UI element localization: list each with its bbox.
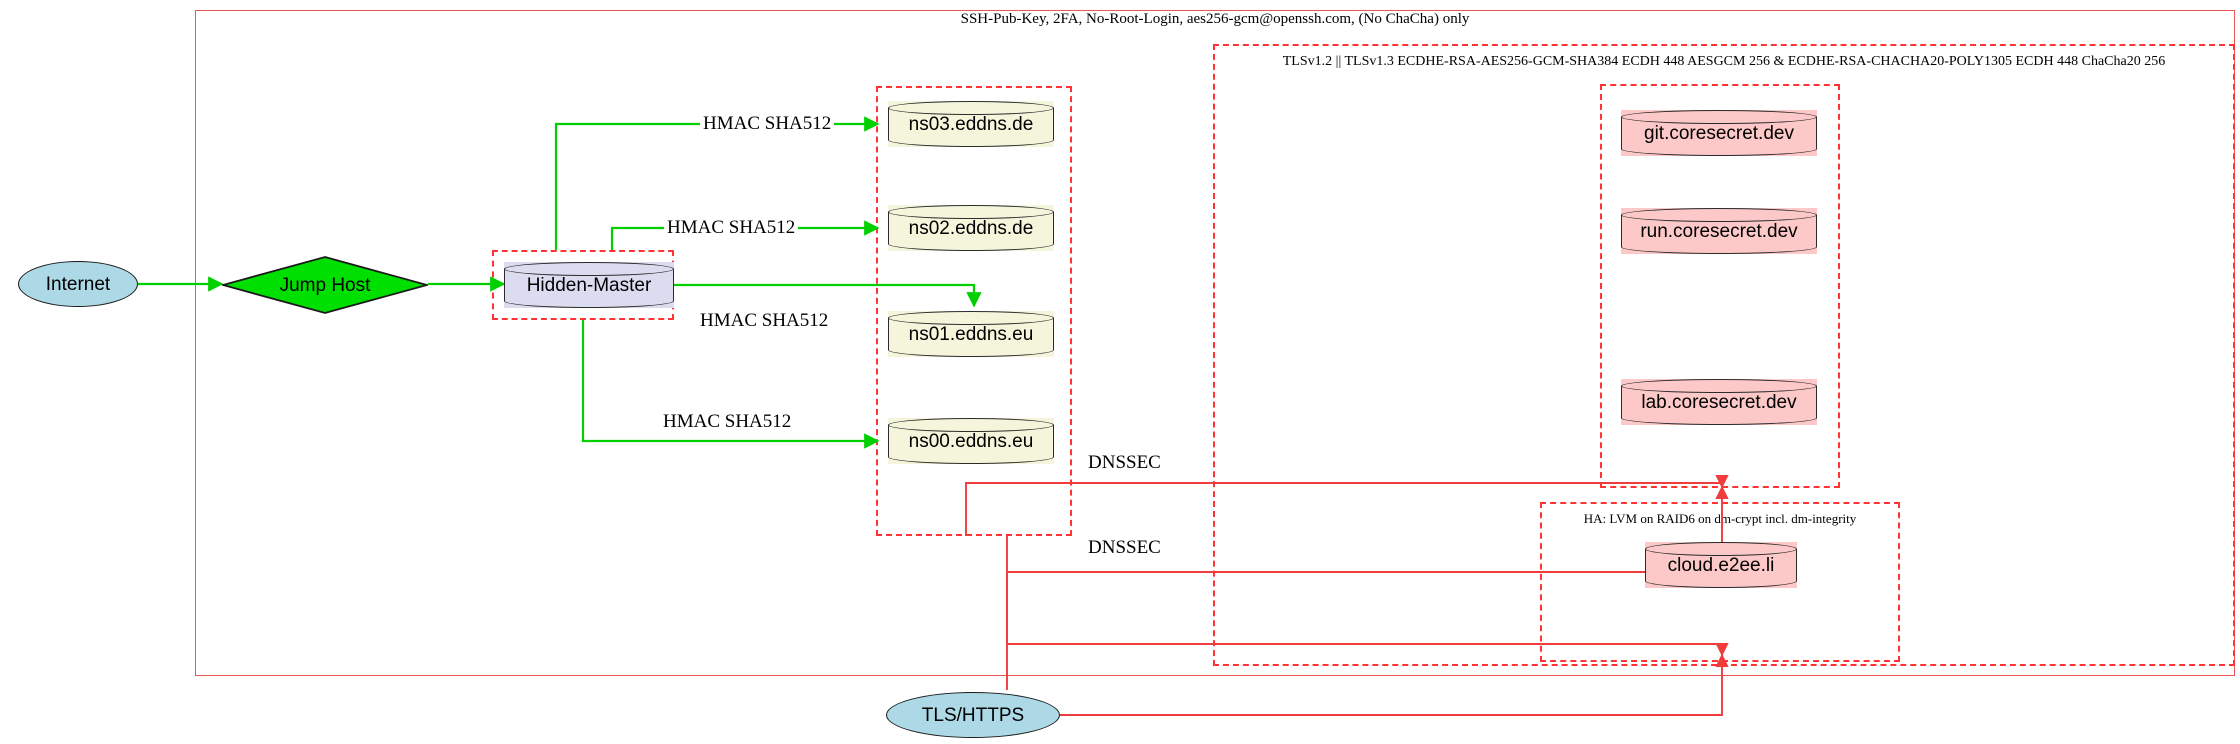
node-lab-coresecret[interactable]: lab.coresecret.dev bbox=[1621, 379, 1817, 425]
edge-label-hmac-ns02: HMAC SHA512 bbox=[664, 217, 799, 239]
node-internet-label: Internet bbox=[45, 273, 111, 295]
cylinder-top bbox=[504, 262, 674, 276]
edge-label-hmac-ns00: HMAC SHA512 bbox=[660, 411, 795, 433]
cluster-nameservers bbox=[876, 86, 1072, 536]
cylinder-top bbox=[1621, 379, 1817, 393]
edge-label-hmac-ns01: HMAC SHA512 bbox=[697, 310, 832, 332]
cluster-tls-policy-label: TLSv1.2 || TLSv1.3 ECDHE-RSA-AES256-GCM-… bbox=[1282, 54, 2166, 69]
edge-hidden-master-to-ns00 bbox=[581, 320, 880, 449]
edge-tls-https-to-cloud bbox=[1060, 653, 1729, 716]
edge-hidden-master-to-ns01 bbox=[672, 283, 982, 308]
node-ns00[interactable]: ns00.eddns.eu bbox=[888, 418, 1054, 464]
node-ns03[interactable]: ns03.eddns.de bbox=[888, 101, 1054, 147]
node-git-coresecret-label: git.coresecret.dev bbox=[1644, 122, 1794, 144]
diamond-shape bbox=[222, 256, 428, 314]
cylinder-top bbox=[888, 101, 1054, 115]
red-edges bbox=[965, 475, 1729, 716]
cylinder-top bbox=[888, 418, 1054, 432]
node-hidden-master-label: Hidden-Master bbox=[526, 274, 652, 296]
node-ns01-label: ns01.eddns.eu bbox=[908, 323, 1034, 345]
node-cloud-e2ee[interactable]: cloud.e2ee.li bbox=[1645, 542, 1797, 588]
node-cloud-e2ee-label: cloud.e2ee.li bbox=[1667, 554, 1775, 576]
edge-label-dnssec-lower: DNSSEC bbox=[1085, 537, 1164, 559]
edge-tls-https-to-coresecret bbox=[1006, 485, 1729, 690]
cylinder-top bbox=[1621, 110, 1817, 124]
node-run-coresecret-label: run.coresecret.dev bbox=[1640, 220, 1798, 242]
node-jump-host[interactable]: Jump Host bbox=[222, 256, 428, 314]
edge-nameservers-to-coresecret-dnssec bbox=[965, 475, 1729, 536]
edge-label-hmac-ns03: HMAC SHA512 bbox=[700, 113, 835, 135]
node-git-coresecret[interactable]: git.coresecret.dev bbox=[1621, 110, 1817, 156]
node-ns00-label: ns00.eddns.eu bbox=[908, 430, 1034, 452]
node-tls-https[interactable]: TLS/HTTPS bbox=[886, 692, 1060, 738]
node-lab-coresecret-label: lab.coresecret.dev bbox=[1641, 391, 1797, 413]
node-run-coresecret[interactable]: run.coresecret.dev bbox=[1621, 208, 1817, 254]
cluster-ha-cloud-label: HA: LVM on RAID6 on dm-crypt incl. dm-in… bbox=[1583, 511, 1857, 526]
edge-label-dnssec-upper: DNSSEC bbox=[1085, 452, 1164, 474]
cylinder-top bbox=[1621, 208, 1817, 222]
cylinder-top bbox=[888, 311, 1054, 325]
node-ns03-label: ns03.eddns.de bbox=[908, 113, 1034, 135]
node-tls-https-label: TLS/HTTPS bbox=[921, 704, 1025, 726]
cluster-ssh-policy-label: SSH-Pub-Key, 2FA, No-Root-Login, aes256-… bbox=[960, 11, 1470, 27]
node-ns02[interactable]: ns02.eddns.de bbox=[888, 205, 1054, 251]
cylinder-top bbox=[1645, 542, 1797, 556]
node-jump-host-label: Jump Host bbox=[279, 274, 371, 296]
node-ns02-label: ns02.eddns.de bbox=[908, 217, 1034, 239]
node-ns01[interactable]: ns01.eddns.eu bbox=[888, 311, 1054, 357]
node-internet[interactable]: Internet bbox=[18, 261, 138, 307]
cylinder-top bbox=[888, 205, 1054, 219]
node-hidden-master[interactable]: Hidden-Master bbox=[504, 262, 674, 308]
